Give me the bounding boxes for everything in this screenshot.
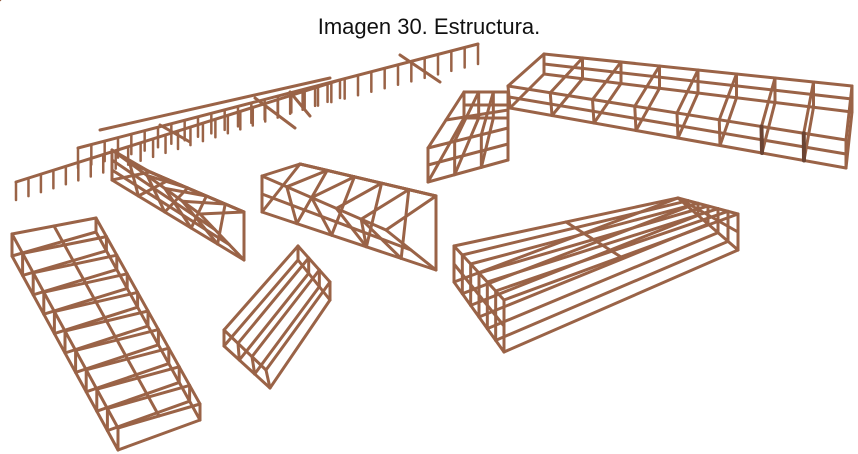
frame-center (260, 162, 438, 272)
frame-center-small (426, 90, 510, 184)
frame-top-right (506, 52, 854, 170)
frame-left-upper (110, 148, 246, 262)
beam-rail-crossbars (158, 53, 442, 144)
beam-rail-2 (76, 42, 480, 170)
frame-bottom-right (452, 196, 740, 354)
beam-rail-3 (0, 0, 332, 132)
figure-caption: Imagen 30. Estructura. (317, 14, 541, 39)
frame-left-long (10, 216, 202, 452)
frame-bottom-small (222, 244, 332, 390)
